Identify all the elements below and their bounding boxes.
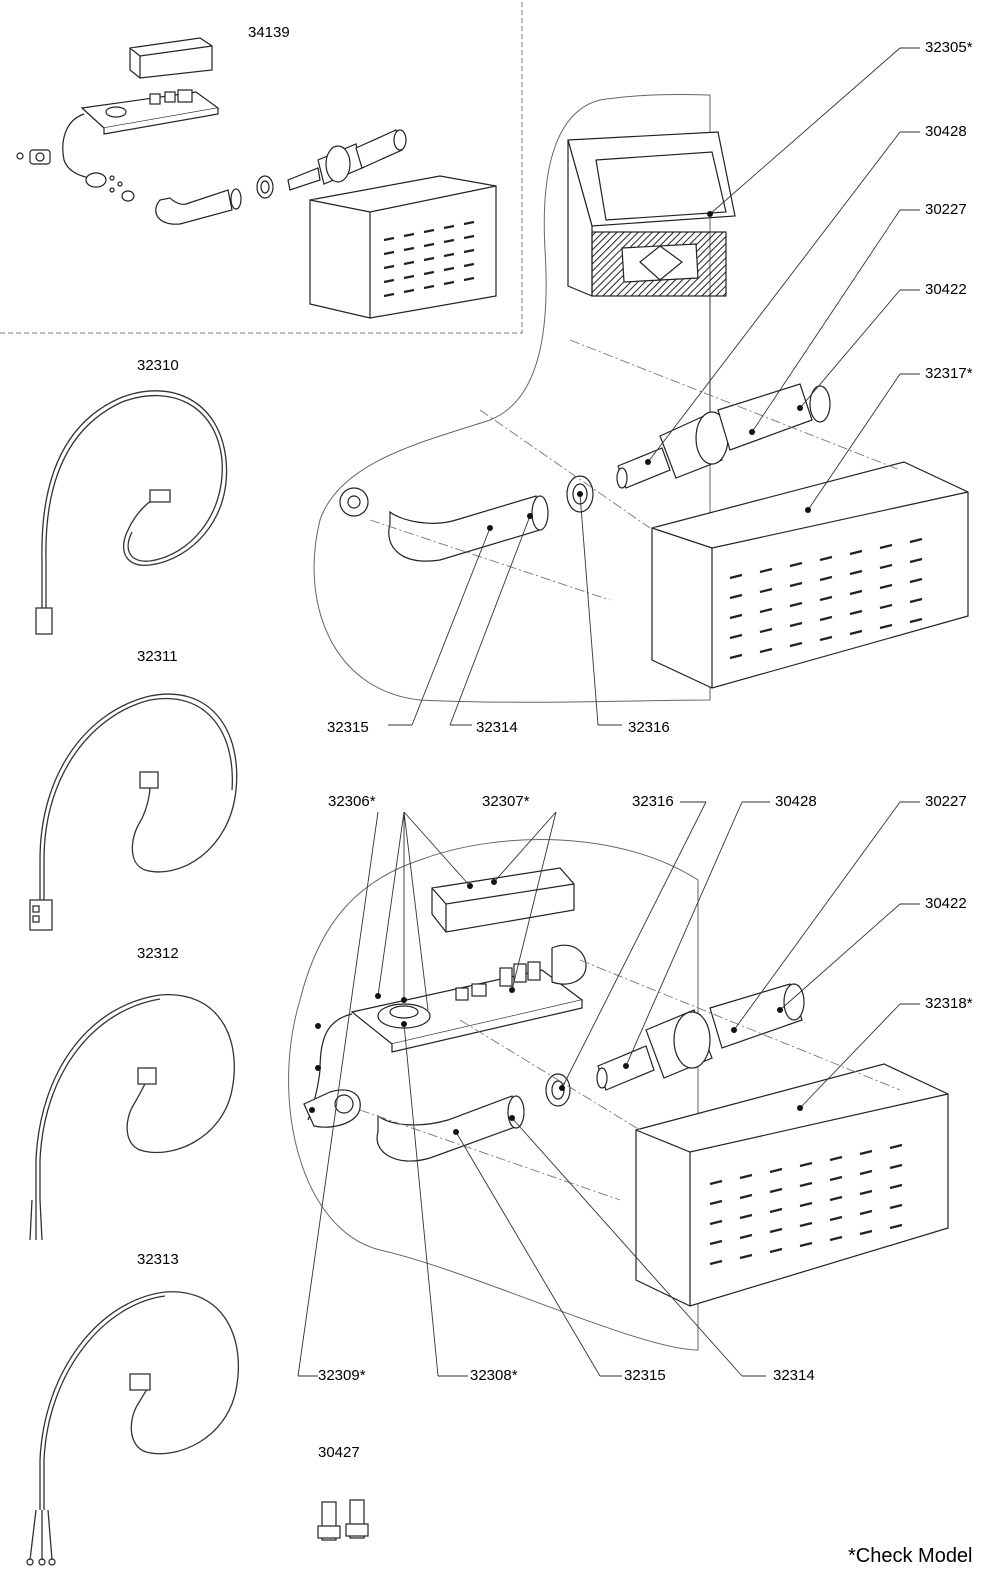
footnote-check-model: *Check Model <box>848 1545 973 1567</box>
leader-dots-a <box>487 211 811 531</box>
label-b-tube-30428: 30428 <box>775 793 817 810</box>
wire-dots-b <box>309 879 803 1135</box>
cable-32311-drawing <box>29 693 238 931</box>
label-b-board-32306: 32306* <box>328 793 376 810</box>
label-a-housing-32317: 32317* <box>925 365 973 382</box>
assembly-a-drawing <box>339 131 969 689</box>
label-b-blower-30422: 30422 <box>925 895 967 912</box>
label-a-element-30227: 30227 <box>925 201 967 218</box>
label-b-clamp-32316: 32316 <box>632 793 674 810</box>
label-a-hose-32315: 32315 <box>327 719 369 736</box>
label-a-cover-32305: 32305* <box>925 39 973 56</box>
assembly-b-axis-lines <box>359 959 901 1201</box>
leader-lines-a <box>388 47 920 726</box>
assembly-a-outline <box>313 93 711 703</box>
label-a-tube-30428: 30428 <box>925 123 967 140</box>
label-a-blower-30422: 30422 <box>925 281 967 298</box>
label-b-element-30227: 30227 <box>925 793 967 810</box>
label-cable-32310: 32310 <box>137 357 179 374</box>
label-cable-32313: 32313 <box>137 1251 179 1268</box>
cable-32312-drawing <box>29 994 235 1241</box>
inset-border <box>0 0 523 334</box>
label-kit-34139: 34139 <box>248 24 290 41</box>
label-cable-32312: 32312 <box>137 945 179 962</box>
assembly-b-drawing <box>303 867 949 1307</box>
label-b-sensor-32308: 32308* <box>470 1367 518 1384</box>
leader-lines-b <box>297 801 920 1377</box>
cable-32310-drawing <box>35 390 228 635</box>
label-brushes-30427: 30427 <box>318 1444 360 1461</box>
kit-34139-drawing <box>16 37 497 319</box>
label-b-wire-32309: 32309* <box>318 1367 366 1384</box>
label-a-clamp-32316: 32316 <box>628 719 670 736</box>
cable-32313-drawing <box>26 1291 240 1566</box>
label-cable-32311: 32311 <box>137 648 178 665</box>
label-b-cover-32307: 32307* <box>482 793 530 810</box>
assembly-b-outline <box>288 839 699 1351</box>
label-b-hose-32315: 32315 <box>624 1367 666 1384</box>
label-a-hose-end-32314: 32314 <box>476 719 518 736</box>
assembly-a-axis-lines <box>369 339 901 601</box>
brushes-30427-drawing <box>317 1499 369 1541</box>
label-b-housing-32318: 32318* <box>925 995 973 1012</box>
label-b-hose-end-32314: 32314 <box>773 1367 815 1384</box>
